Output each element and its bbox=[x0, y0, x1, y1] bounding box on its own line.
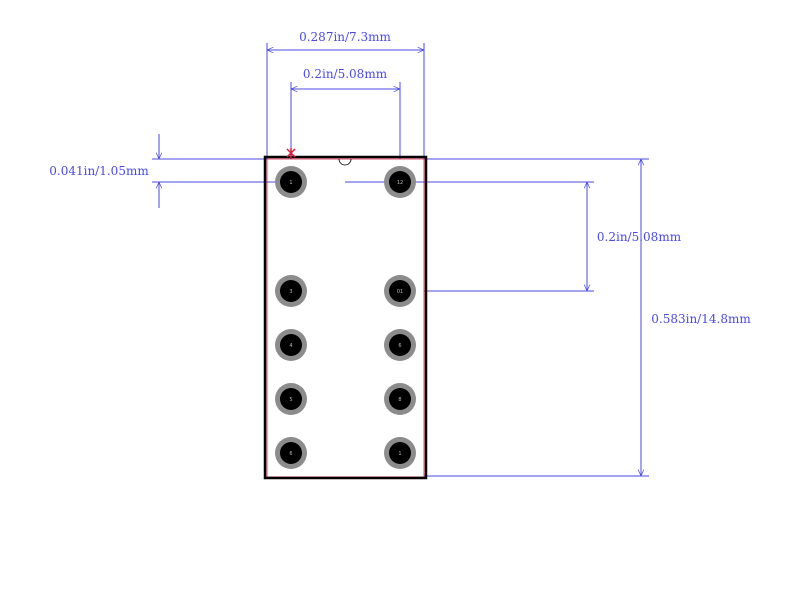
dimension-label-right-overall: 0.583in/14.8mm bbox=[651, 312, 751, 326]
pad: 3 bbox=[275, 275, 307, 307]
dimension-right-overall bbox=[424, 159, 649, 476]
pad-hole bbox=[389, 171, 411, 193]
pad: 1 bbox=[384, 437, 416, 469]
package-outline bbox=[263, 155, 428, 480]
pad: 6 bbox=[275, 437, 307, 469]
pad-hole bbox=[280, 442, 302, 464]
pad-label: 5 bbox=[289, 397, 292, 403]
pad: 5 bbox=[275, 383, 307, 415]
dimension-label-top-pitch: 0.2in/5.08mm bbox=[303, 67, 388, 81]
pin1-marker-icon bbox=[286, 148, 296, 158]
pad-label: 12 bbox=[397, 180, 403, 186]
pad-label: 4 bbox=[289, 343, 292, 349]
dimension-label-left-offset: 0.041in/1.05mm bbox=[49, 164, 149, 178]
pad-hole bbox=[389, 334, 411, 356]
pad-label: 1 bbox=[289, 180, 292, 186]
pad-hole bbox=[280, 280, 302, 302]
dimension-top-pitch bbox=[291, 82, 400, 159]
pad-label: 3 bbox=[289, 289, 292, 295]
dimension-left-offset bbox=[152, 134, 291, 208]
pad: 12 bbox=[384, 166, 416, 198]
pad-hole bbox=[280, 388, 302, 410]
pad: 4 bbox=[275, 329, 307, 361]
pad-label: 1 bbox=[398, 451, 401, 457]
pad: 8 bbox=[384, 383, 416, 415]
dimension-right-spacing bbox=[345, 182, 594, 291]
pad-group: 1 12 3 01 4 6 5 bbox=[275, 166, 416, 469]
pad-hole bbox=[280, 171, 302, 193]
pad-hole bbox=[389, 280, 411, 302]
pad: 6 bbox=[384, 329, 416, 361]
pin1-notch bbox=[338, 158, 352, 166]
pad-label: 01 bbox=[397, 289, 403, 295]
pad-hole bbox=[389, 442, 411, 464]
dimension-label-right-spacing: 0.2in/5.08mm bbox=[597, 230, 682, 244]
dimension-label-top-overall: 0.287in/7.3mm bbox=[299, 30, 391, 44]
pad-label: 6 bbox=[289, 451, 292, 457]
pad-hole bbox=[389, 388, 411, 410]
pad-label: 8 bbox=[398, 397, 401, 403]
dimension-top-overall bbox=[267, 43, 424, 159]
pad: 1 bbox=[275, 166, 307, 198]
package-outline-red bbox=[266, 158, 425, 478]
pad-hole bbox=[280, 334, 302, 356]
pad-label: 6 bbox=[398, 343, 401, 349]
pad: 01 bbox=[384, 275, 416, 307]
